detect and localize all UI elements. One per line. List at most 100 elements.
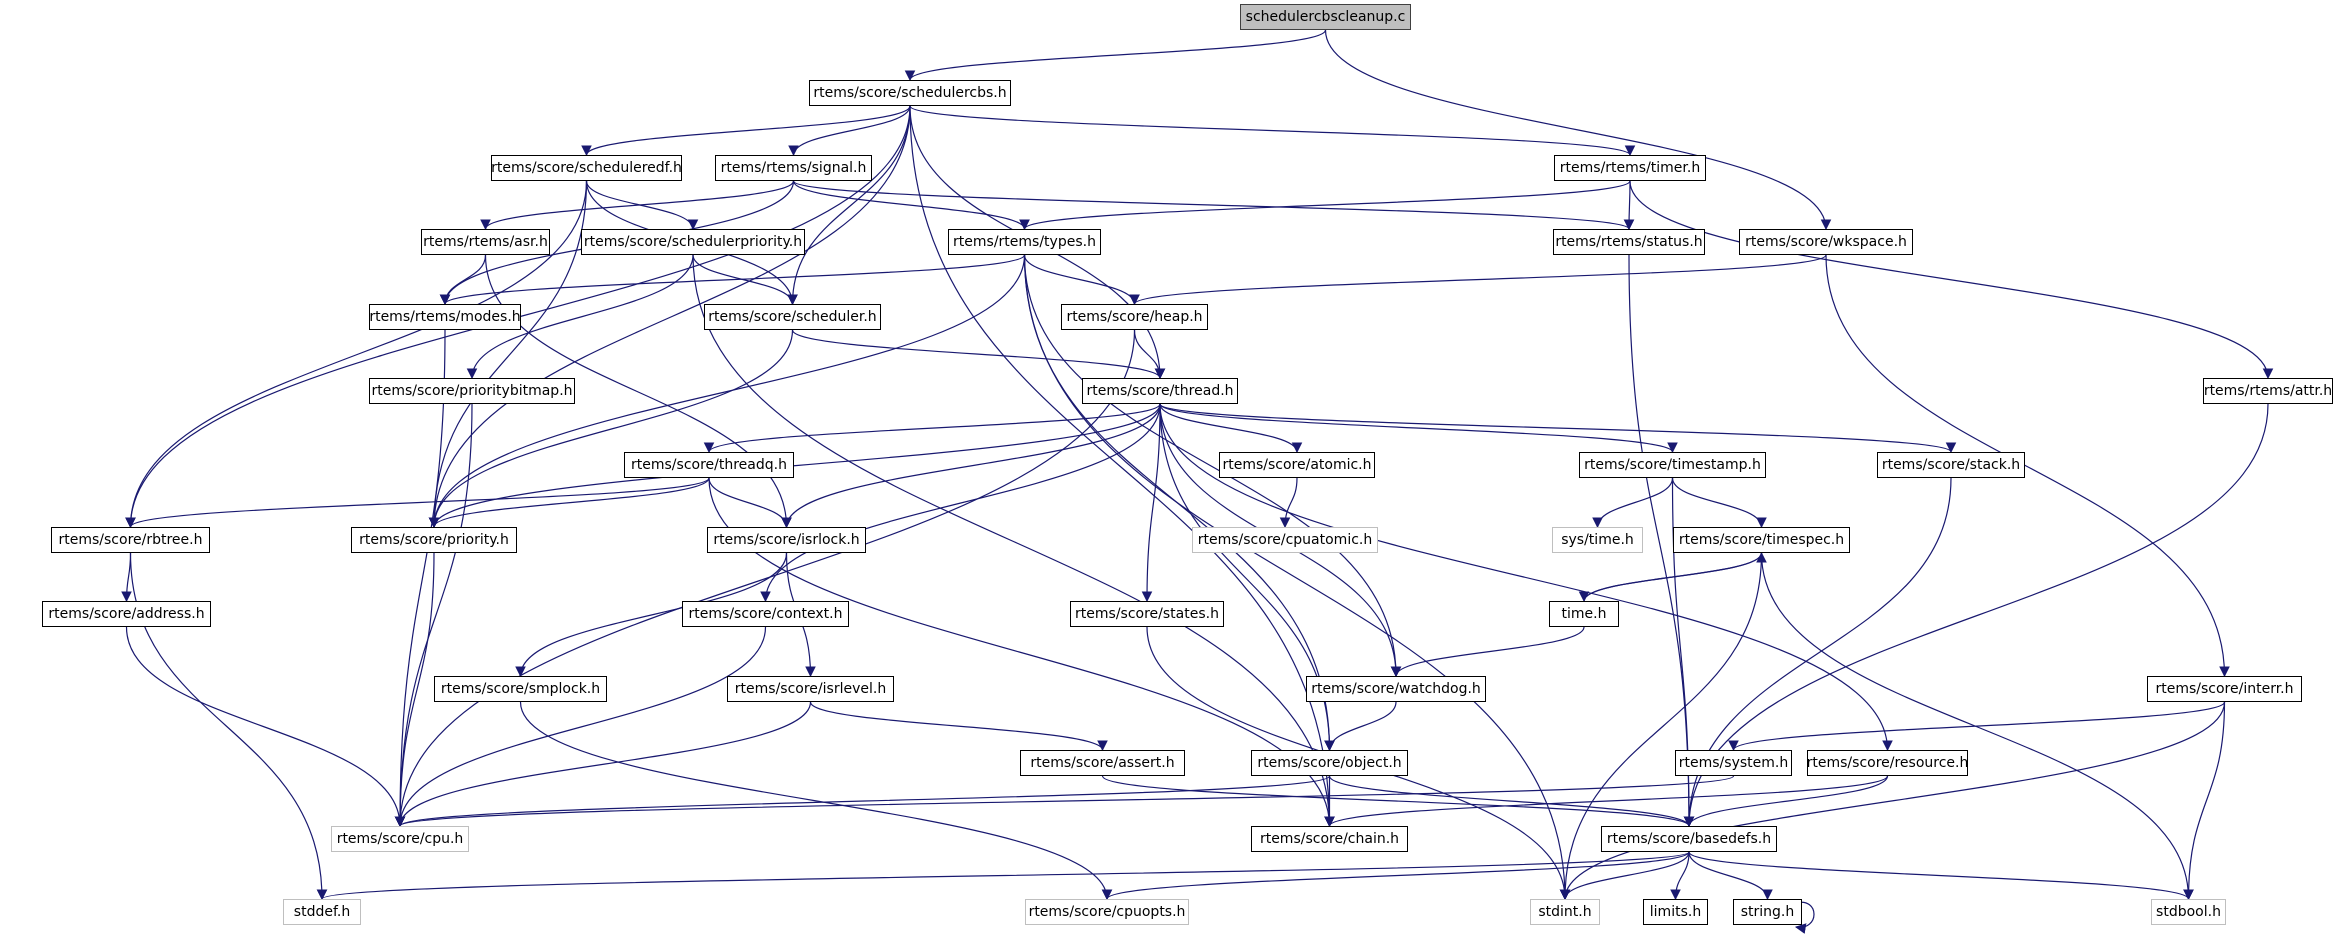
node-address[interactable]: rtems/score/address.h xyxy=(42,601,211,627)
node-label: rtems/score/prioritybitmap.h xyxy=(371,383,573,399)
node-label: rtems/rtems/asr.h xyxy=(423,234,548,250)
edge-resource-to-basedefs xyxy=(1683,775,1889,828)
node-timestamp[interactable]: rtems/score/timestamp.h xyxy=(1579,452,1766,478)
edge-schedulercbs-to-priority xyxy=(428,105,911,529)
node-label: rtems/score/cpuatomic.h xyxy=(1197,532,1373,548)
node-label: rtems/score/interr.h xyxy=(2155,681,2294,697)
node-stdint: stdint.h xyxy=(1530,899,1600,925)
edge-signal-to-types xyxy=(792,180,1030,231)
node-heap[interactable]: rtems/score/heap.h xyxy=(1061,304,1208,330)
edge-isrlock-to-smplock xyxy=(515,552,788,678)
node-resource[interactable]: rtems/score/resource.h xyxy=(1807,750,1968,776)
node-scheduleredf[interactable]: rtems/score/scheduleredf.h xyxy=(491,155,682,181)
node-stdbool: stdbool.h xyxy=(2151,899,2226,925)
node-isrlevel[interactable]: rtems/score/isrlevel.h xyxy=(727,676,894,702)
node-basedefs[interactable]: rtems/score/basedefs.h xyxy=(1601,826,1777,852)
node-label: rtems/score/schedulerpriority.h xyxy=(583,234,803,250)
node-threadq[interactable]: rtems/score/threadq.h xyxy=(624,452,794,478)
node-cpu: rtems/score/cpu.h xyxy=(331,826,469,852)
edge-time-to-timespec xyxy=(1583,551,1767,602)
node-asr[interactable]: rtems/rtems/asr.h xyxy=(421,229,550,255)
node-label: rtems/score/chain.h xyxy=(1259,831,1400,847)
node-label: rtems/score/smplock.h xyxy=(440,681,601,697)
edge-assert-to-basedefs xyxy=(1101,775,1695,828)
node-time[interactable]: time.h xyxy=(1549,601,1619,627)
node-scheduler[interactable]: rtems/score/scheduler.h xyxy=(704,304,881,330)
node-label: rtems/score/heap.h xyxy=(1066,309,1203,325)
node-label: rtems/score/cpu.h xyxy=(336,831,464,847)
node-label: limits.h xyxy=(1649,904,1702,920)
node-label: rtems/score/resource.h xyxy=(1806,755,1969,771)
node-label: rtems/score/object.h xyxy=(1257,755,1402,771)
edge-basedefs-to-string xyxy=(1688,851,1773,901)
node-label: rtems/score/states.h xyxy=(1075,606,1219,622)
edge-basedefs-to-stdint xyxy=(1559,851,1690,901)
edge-timer-to-types xyxy=(1019,180,1631,231)
edge-signal-to-asr xyxy=(480,180,795,231)
edge-object-to-basedefs xyxy=(1328,775,1695,828)
node-label: string.h xyxy=(1740,904,1795,920)
node-status[interactable]: rtems/rtems/status.h xyxy=(1553,229,1705,255)
node-schedulerpriority[interactable]: rtems/score/schedulerpriority.h xyxy=(581,229,805,255)
node-label: stddef.h xyxy=(293,904,351,920)
node-rbtree[interactable]: rtems/score/rbtree.h xyxy=(51,527,210,553)
node-label: rtems/system.h xyxy=(1678,755,1789,771)
node-smplock[interactable]: rtems/score/smplock.h xyxy=(434,676,607,702)
edge-schedulercbs-to-scheduler xyxy=(787,105,911,306)
node-atomic[interactable]: rtems/score/atomic.h xyxy=(1219,452,1375,478)
edge-status-to-basedefs xyxy=(1628,254,1695,828)
edge-system-to-cpu xyxy=(395,775,1735,828)
edge-timer-to-attr xyxy=(1629,180,2274,380)
node-cpuatomic: rtems/score/cpuatomic.h xyxy=(1192,527,1378,553)
node-stack[interactable]: rtems/score/stack.h xyxy=(1877,452,2025,478)
node-assert[interactable]: rtems/score/assert.h xyxy=(1020,750,1185,776)
node-label: rtems/score/threadq.h xyxy=(631,457,787,473)
node-signal[interactable]: rtems/rtems/signal.h xyxy=(715,155,872,181)
edge-threadq-to-rbtree xyxy=(125,477,710,529)
edge-address-to-cpu xyxy=(125,626,406,828)
edge-threadq-to-isrlock xyxy=(708,477,792,529)
node-states[interactable]: rtems/score/states.h xyxy=(1070,601,1224,627)
node-root: schedulercbscleanup.c xyxy=(1240,4,1411,30)
edge-smplock-to-cpuopts xyxy=(519,701,1113,901)
edge-schedulercbs-to-chain xyxy=(909,105,1335,828)
edge-atomic-to-cpuatomic xyxy=(1279,477,1298,529)
node-chain[interactable]: rtems/score/chain.h xyxy=(1251,826,1408,852)
edge-heap-to-thread xyxy=(1133,329,1166,380)
node-label: rtems/score/cpuopts.h xyxy=(1028,904,1186,920)
node-label: rtems/score/isrlock.h xyxy=(713,532,860,548)
edge-prioritybitmap-to-cpu xyxy=(394,403,473,828)
edge-basedefs-to-stdbool xyxy=(1688,851,2194,901)
node-priority[interactable]: rtems/score/priority.h xyxy=(351,527,517,553)
edge-resource-to-chain xyxy=(1324,775,1889,828)
edge-schedulercbs-to-timer xyxy=(909,105,1636,157)
node-string[interactable]: string.h xyxy=(1733,899,1802,925)
node-label: rtems/score/address.h xyxy=(48,606,205,622)
node-label: rtems/score/rbtree.h xyxy=(58,532,203,548)
node-object[interactable]: rtems/score/object.h xyxy=(1251,750,1408,776)
node-limits[interactable]: limits.h xyxy=(1643,899,1708,925)
edge-object-to-cpu xyxy=(394,775,1331,828)
node-types[interactable]: rtems/rtems/types.h xyxy=(948,229,1101,255)
node-watchdog[interactable]: rtems/score/watchdog.h xyxy=(1306,676,1486,702)
node-context[interactable]: rtems/score/context.h xyxy=(682,601,849,627)
node-label: rtems/score/timespec.h xyxy=(1678,532,1845,548)
node-timespec[interactable]: rtems/score/timespec.h xyxy=(1673,527,1850,553)
node-label: rtems/rtems/signal.h xyxy=(720,160,867,176)
node-thread[interactable]: rtems/score/thread.h xyxy=(1082,378,1238,404)
node-isrlock[interactable]: rtems/score/isrlock.h xyxy=(707,527,866,553)
node-attr[interactable]: rtems/rtems/attr.h xyxy=(2203,378,2333,404)
node-interr[interactable]: rtems/score/interr.h xyxy=(2147,676,2302,702)
node-schedulercbs[interactable]: rtems/score/schedulercbs.h xyxy=(809,80,1011,106)
node-timer[interactable]: rtems/rtems/timer.h xyxy=(1554,155,1706,181)
edge-threadq-to-priority xyxy=(428,477,710,529)
edge-basedefs-to-stddef xyxy=(317,851,1690,901)
edge-timestamp-to-timespec xyxy=(1671,477,1767,529)
node-prioritybitmap[interactable]: rtems/score/prioritybitmap.h xyxy=(369,378,575,404)
node-wkspace[interactable]: rtems/score/wkspace.h xyxy=(1739,229,1913,255)
node-label: rtems/rtems/types.h xyxy=(953,234,1096,250)
edge-scheduleredf-to-priority xyxy=(428,180,588,529)
node-modes[interactable]: rtems/rtems/modes.h xyxy=(369,304,521,330)
edge-schedulerpriority-to-chain xyxy=(692,254,1335,828)
node-system[interactable]: rtems/system.h xyxy=(1675,750,1792,776)
